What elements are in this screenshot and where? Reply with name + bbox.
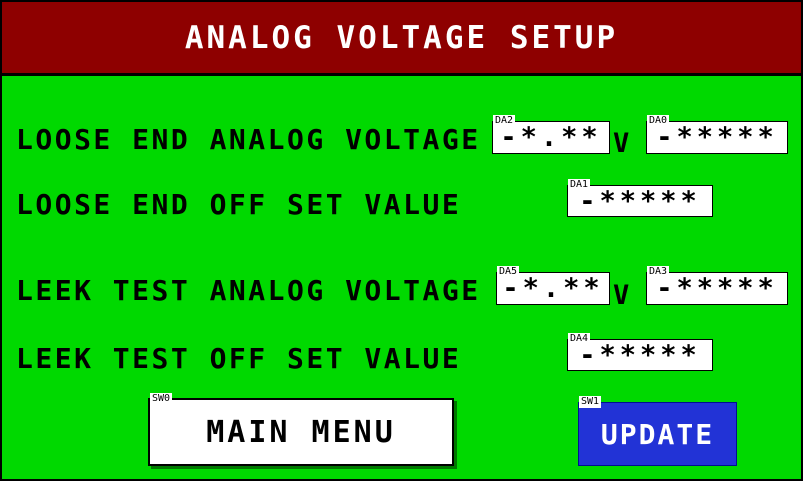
- label-leek-test-offset: LEEK TEST OFF SET VALUE: [16, 342, 462, 375]
- leek-test-analog-voltage-field[interactable]: DA5 -*.**: [496, 266, 610, 305]
- loose-end-analog-voltage-value: -*.**: [500, 122, 602, 153]
- address-tag-sw1: SW1: [579, 396, 602, 408]
- loose-end-offset-value: -*****: [579, 185, 701, 217]
- leek-test-analog-raw-field[interactable]: DA3 -*****: [646, 266, 788, 305]
- update-button-label: UPDATE: [600, 417, 715, 451]
- address-tag-sw0: SW0: [150, 393, 173, 405]
- leek-test-offset-value: -*****: [579, 339, 701, 371]
- address-tag-da1: DA1: [568, 179, 591, 191]
- page-title: ANALOG VOLTAGE SETUP: [184, 19, 619, 56]
- main-menu-button[interactable]: SW0 MAIN MENU: [148, 393, 454, 466]
- update-button[interactable]: SW1 UPDATE: [578, 396, 737, 466]
- volt-unit-label: V: [613, 128, 630, 159]
- label-leek-test-analog-voltage: LEEK TEST ANALOG VOLTAGE: [16, 274, 481, 307]
- main-menu-button-label: MAIN MENU: [206, 414, 396, 450]
- volt-unit-label: V: [613, 280, 630, 311]
- loose-end-analog-voltage-field[interactable]: DA2 -*.**: [492, 115, 610, 154]
- label-loose-end-offset: LOOSE END OFF SET VALUE: [16, 188, 462, 221]
- leek-test-offset-field[interactable]: DA4 -*****: [567, 333, 713, 371]
- address-tag-da5: DA5: [497, 266, 520, 278]
- leek-test-analog-raw-value: -*****: [656, 273, 778, 304]
- loose-end-analog-raw-value: -*****: [656, 122, 778, 153]
- label-loose-end-analog-voltage: LOOSE END ANALOG VOLTAGE: [16, 123, 481, 156]
- address-tag-da4: DA4: [568, 333, 591, 345]
- address-tag-da0: DA0: [647, 115, 670, 127]
- address-tag-da3: DA3: [647, 266, 670, 278]
- loose-end-offset-field[interactable]: DA1 -*****: [567, 179, 713, 217]
- leek-test-analog-voltage-value: -*.**: [502, 273, 604, 304]
- loose-end-analog-raw-field[interactable]: DA0 -*****: [646, 115, 788, 154]
- title-bar: ANALOG VOLTAGE SETUP: [2, 2, 801, 76]
- address-tag-da2: DA2: [493, 115, 516, 127]
